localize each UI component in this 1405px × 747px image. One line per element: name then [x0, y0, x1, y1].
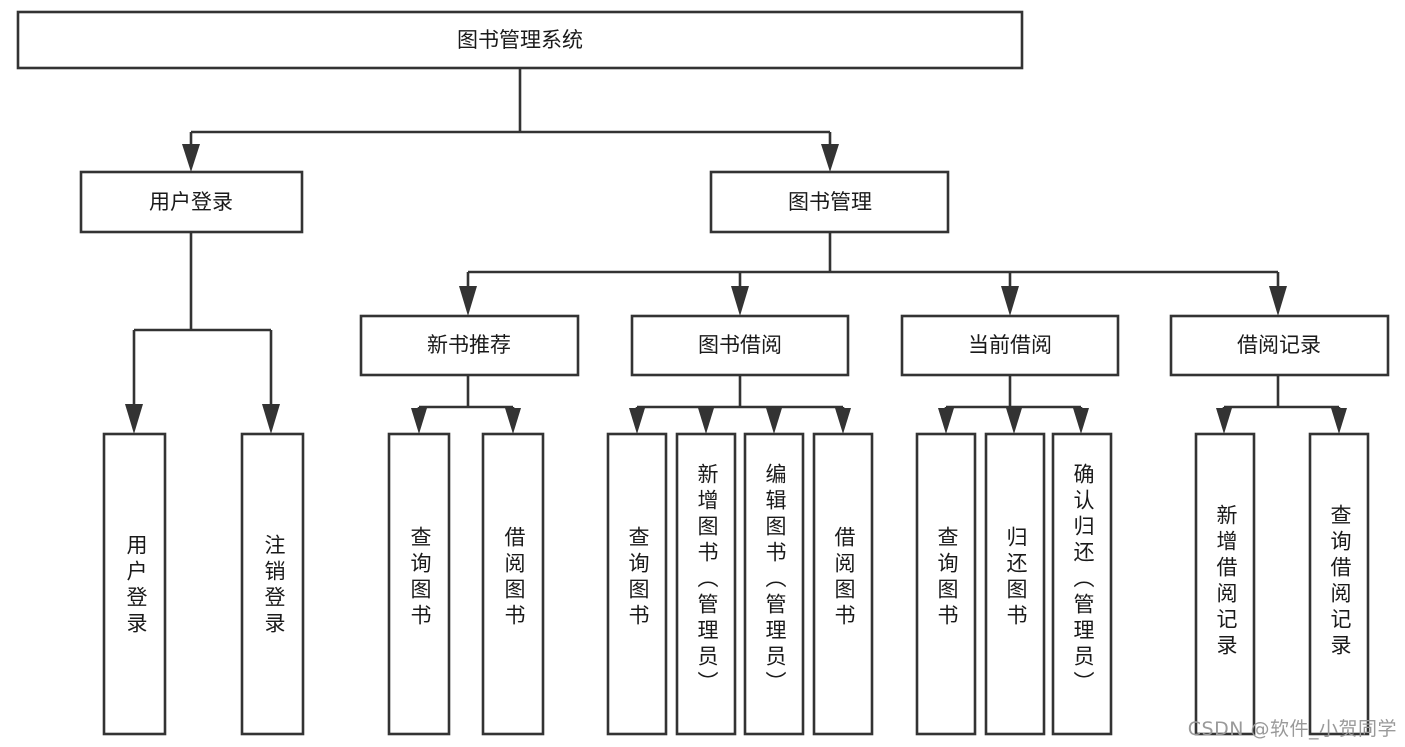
node-leaf-query-book-1-label: 查询图书 — [408, 526, 432, 630]
node-user-login-label: 用户登录 — [149, 190, 233, 214]
arrow-to-current-borrow — [1001, 286, 1019, 316]
node-leaf-user-login-box[interactable] — [102, 432, 167, 736]
arrow-leaf-borrow-book-1 — [505, 408, 521, 434]
node-root-box[interactable] — [16, 10, 1024, 70]
node-current-borrow-box[interactable] — [900, 314, 1120, 377]
node-book-borrow-label: 图书借阅 — [698, 333, 782, 357]
arrow-leaf-add-book — [698, 408, 714, 434]
node-user-login[interactable]: 用户登录 — [79, 170, 304, 234]
node-leaf-edit-book-label: 编辑图书（管理员） — [763, 463, 787, 697]
node-book-management-label: 图书管理 — [788, 190, 872, 214]
arrow-leaf-query-book-3 — [938, 408, 954, 434]
node-leaf-add-book-box[interactable] — [675, 432, 737, 736]
node-leaf-query-book-2-label: 查询图书 — [626, 526, 650, 630]
node-leaf-query-record[interactable]: 查询借阅记录 — [1308, 432, 1370, 736]
arrow-to-book-management — [821, 144, 839, 172]
arrow-to-user-login — [182, 144, 200, 172]
node-leaf-query-record-box[interactable] — [1308, 432, 1370, 736]
node-book-borrow[interactable]: 图书借阅 — [630, 314, 850, 377]
node-current-borrow-label: 当前借阅 — [968, 333, 1052, 357]
arrow-leaf-borrow-book-2 — [835, 408, 851, 434]
node-book-management[interactable]: 图书管理 — [709, 170, 950, 234]
node-new-book-recommend-box[interactable] — [359, 314, 580, 377]
arrow-leaf-query-record — [1331, 408, 1347, 434]
node-leaf-user-login[interactable]: 用户登录 — [102, 432, 167, 736]
arrow-leaf-confirm-return — [1073, 408, 1089, 434]
node-leaf-borrow-book-1-box[interactable] — [481, 432, 545, 736]
node-new-book-recommend[interactable]: 新书推荐 — [359, 314, 580, 377]
node-leaf-return-book[interactable]: 归还图书 — [984, 432, 1046, 736]
arrow-leaf-return-book — [1006, 408, 1022, 434]
arrow-leaf-user-login — [125, 404, 143, 434]
node-borrow-record-label: 借阅记录 — [1237, 333, 1321, 357]
node-user-login-box[interactable] — [79, 170, 304, 234]
node-leaf-query-record-label: 查询借阅记录 — [1328, 504, 1352, 660]
node-leaf-edit-book[interactable]: 编辑图书（管理员） — [743, 432, 805, 736]
node-leaf-return-book-label: 归还图书 — [1004, 526, 1028, 630]
node-leaf-borrow-book-2-box[interactable] — [812, 432, 874, 736]
node-leaf-confirm-return-box[interactable] — [1051, 432, 1113, 736]
node-leaf-query-book-3-label: 查询图书 — [935, 526, 959, 630]
node-borrow-record[interactable]: 借阅记录 — [1169, 314, 1390, 377]
node-leaf-confirm-return[interactable]: 确认归还（管理员） — [1051, 432, 1113, 736]
node-leaf-borrow-book-2[interactable]: 借阅图书 — [812, 432, 874, 736]
node-root[interactable]: 图书管理系统 — [16, 10, 1024, 70]
node-new-book-recommend-label: 新书推荐 — [427, 333, 511, 357]
node-leaf-return-book-box[interactable] — [984, 432, 1046, 736]
node-current-borrow[interactable]: 当前借阅 — [900, 314, 1120, 377]
node-leaf-user-logout-box[interactable] — [240, 432, 305, 736]
arrow-leaf-query-book-1 — [411, 408, 427, 434]
arrow-to-borrow-record — [1269, 286, 1287, 316]
arrow-to-book-borrow — [731, 286, 749, 316]
node-leaf-query-book-2-box[interactable] — [606, 432, 668, 736]
node-leaf-edit-book-box[interactable] — [743, 432, 805, 736]
node-leaf-confirm-return-label: 确认归还（管理员） — [1071, 463, 1095, 697]
node-leaf-add-record-label: 新增借阅记录 — [1214, 504, 1238, 660]
node-leaf-user-login-label: 用户登录 — [124, 534, 148, 638]
node-leaf-user-logout-label: 注销登录 — [262, 534, 286, 638]
connector-layer — [125, 68, 1347, 434]
node-leaf-add-record[interactable]: 新增借阅记录 — [1194, 432, 1256, 736]
node-leaf-add-record-box[interactable] — [1194, 432, 1256, 736]
node-leaf-query-book-3-box[interactable] — [915, 432, 977, 736]
node-leaf-add-book[interactable]: 新增图书（管理员） — [675, 432, 737, 736]
node-leaf-query-book-3[interactable]: 查询图书 — [915, 432, 977, 736]
arrow-leaf-query-book-2 — [629, 408, 645, 434]
node-leaf-borrow-book-2-label: 借阅图书 — [832, 526, 856, 630]
node-book-borrow-box[interactable] — [630, 314, 850, 377]
node-leaf-add-book-label: 新增图书（管理员） — [695, 463, 719, 697]
node-leaf-query-book-1[interactable]: 查询图书 — [387, 432, 451, 736]
node-leaf-borrow-book-1-label: 借阅图书 — [502, 526, 526, 630]
node-leaf-user-logout[interactable]: 注销登录 — [240, 432, 305, 736]
arrow-leaf-add-record — [1216, 408, 1232, 434]
arrow-to-new-book-recommend — [459, 286, 477, 316]
node-leaf-query-book-2[interactable]: 查询图书 — [606, 432, 668, 736]
node-root-label: 图书管理系统 — [457, 28, 583, 52]
node-leaf-borrow-book-1[interactable]: 借阅图书 — [481, 432, 545, 736]
arrow-leaf-edit-book — [766, 408, 782, 434]
arrow-leaf-user-logout — [262, 404, 280, 434]
node-borrow-record-box[interactable] — [1169, 314, 1390, 377]
node-leaf-query-book-1-box[interactable] — [387, 432, 451, 736]
node-book-management-box[interactable] — [709, 170, 950, 234]
